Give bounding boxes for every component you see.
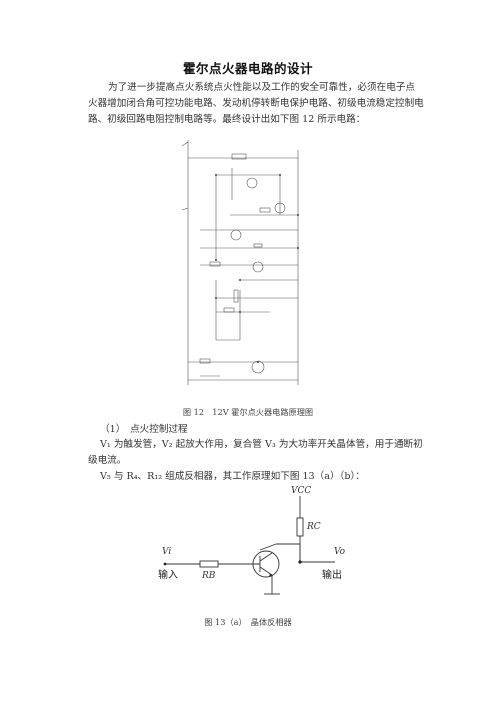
paragraph-v1: V₁ 为触发管，V₂ 起放大作用，复合管 V₃ 为大功率开关晶体管，用于通断初级… (88, 439, 423, 466)
vi-label: Vi (162, 547, 171, 557)
vo-label: Vo (334, 547, 346, 557)
document-title: 霍尔点火器电路的设计 (182, 61, 313, 76)
figure-12-caption: 图 12 12V 霍尔点火器电路原理图 (182, 407, 314, 417)
intro-paragraph: 为了进一步提高点火系统点火性能以及工作的安全可靠性，必须在电子点火器增加闭合角可… (88, 82, 424, 125)
ignition-circuit-diagram (181, 140, 299, 385)
paragraph-v5: V₅ 与 R₄、R₁₂ 组成反相器，其工作原理如下图 13（a）（b）： (100, 471, 365, 482)
rc-label: RC (306, 522, 321, 532)
inverter-diagram: VCC RC RB Vi 输入 Vo 输出 (158, 486, 346, 595)
vcc-label: VCC (291, 486, 311, 496)
section-heading: （1） 点火控制过程 (100, 424, 188, 435)
rb-label: RB (201, 571, 216, 581)
input-label: 输入 (158, 568, 178, 581)
output-label: 输出 (322, 568, 342, 581)
figure-13-caption: 图 13（a） 晶体反相器 (204, 617, 292, 627)
